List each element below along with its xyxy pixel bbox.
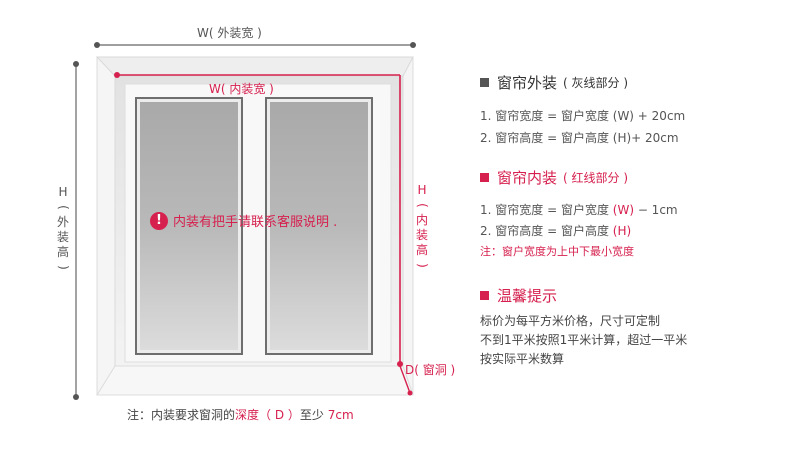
red-square-icon xyxy=(480,291,489,300)
inner-dimension-lines xyxy=(114,72,413,396)
depth-label: D( 窗洞 ) xyxy=(405,363,456,377)
red-square-icon xyxy=(480,173,489,182)
outer-width-dimension xyxy=(94,42,416,48)
tips-title: 温馨提示 xyxy=(480,285,557,306)
window-drawing xyxy=(73,42,416,400)
inner-width-label: W( 内装宽 ) xyxy=(209,82,274,96)
window-diagram: W( 外装宽 ) W( 内装宽 ) H ( 外 装 高 ) H ( 内 装 高 … xyxy=(56,26,456,422)
instructions-panel: 窗帘外装( 灰线部分 ) 1. 窗帘宽度 = 窗户宽度 (W) + 20cm 2… xyxy=(480,0,790,467)
outer-height-formula: 2. 窗帘高度 = 窗户高度 (H)+ 20cm xyxy=(480,131,679,145)
gray-square-icon xyxy=(480,78,489,87)
inner-height-label: H ( 内 装 高 ) xyxy=(415,183,430,268)
warning-text: 内装有把手请联系客服说明 . xyxy=(173,215,338,230)
right-glass-pane xyxy=(270,102,368,350)
tips-line-2: 不到1平米按照1平米计算，超过一平米 xyxy=(480,333,688,347)
window-sill xyxy=(96,365,414,396)
outer-width-label: W( 外装宽 ) xyxy=(197,26,262,40)
inner-note: 注：窗户宽度为上中下最小宽度 xyxy=(480,245,634,258)
inner-install-title: 窗帘内装( 红线部分 ) xyxy=(480,167,628,188)
outer-install-title: 窗帘外装( 灰线部分 ) xyxy=(480,72,628,93)
tips-line-3: 按实际平米数算 xyxy=(480,352,565,366)
outer-height-dimension xyxy=(73,61,79,400)
inner-height-formula: 2. 窗帘高度 = 窗户高度 (H) xyxy=(480,224,632,238)
tips-line-1: 标价为每平方米价格，尺寸可定制 xyxy=(480,314,661,328)
outer-height-label: H ( 外 装 高 ) xyxy=(56,185,71,270)
handle-warning: ! 内装有把手请联系客服说明 . xyxy=(150,211,337,230)
exclamation-icon: ! xyxy=(150,211,168,230)
outer-width-formula: 1. 窗帘宽度 = 窗户宽度 (W) + 20cm xyxy=(480,109,686,123)
inner-width-formula: 1. 窗帘宽度 = 窗户宽度 (W) − 1cm xyxy=(480,203,678,217)
depth-note: 注：内装要求窗洞的深度（ D ）至少 7cm xyxy=(127,408,354,422)
